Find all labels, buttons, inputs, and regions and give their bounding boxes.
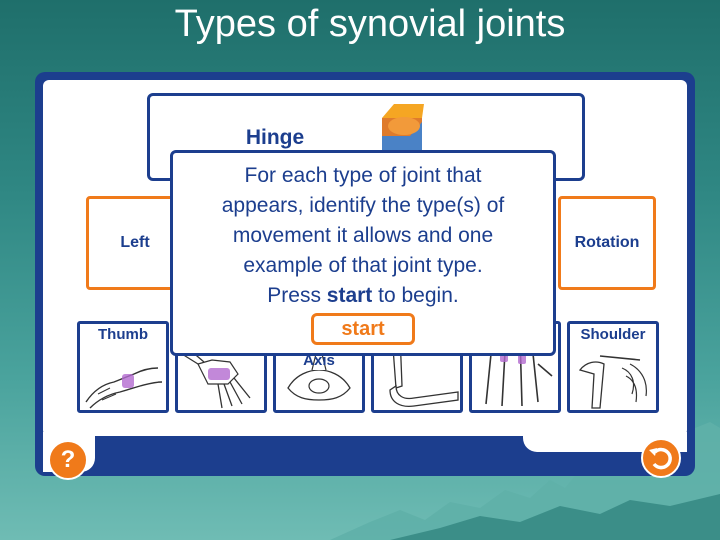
movement-box-rotation[interactable]: Rotation <box>558 196 656 290</box>
instructions-line: example of that joint type. <box>243 254 483 277</box>
instructions-line: movement it allows and one <box>232 224 494 247</box>
hinge-joint-icon <box>382 104 424 154</box>
instructions-line: appears, identify the type(s) of <box>221 194 505 217</box>
back-button[interactable] <box>641 438 681 478</box>
example-label: Thumb <box>98 326 148 343</box>
mountain-decoration <box>330 422 720 540</box>
start-button[interactable]: start <box>311 313 415 345</box>
movement-box-left[interactable]: Left <box>86 196 184 290</box>
back-arrow-icon <box>649 447 672 470</box>
instructions-line: For each type of joint that <box>244 164 482 187</box>
instructions-dialog: For each type of joint that appears, ide… <box>170 150 556 356</box>
joint-type-label: Hinge <box>245 126 305 149</box>
movement-label-rotation: Rotation <box>574 234 640 251</box>
example-card-shoulder[interactable]: Shoulder <box>567 321 659 413</box>
movement-label-left: Left <box>120 234 150 251</box>
axis-vertebra-icon <box>287 353 351 401</box>
instructions-pre: Press <box>267 284 327 307</box>
instructions-start-word: start <box>326 284 373 307</box>
instructions-post: to begin. <box>372 284 459 307</box>
thumb-bone-icon <box>85 367 163 409</box>
instructions-text: For each type of joint that appears, ide… <box>179 161 547 311</box>
instructions-line: Press start to begin. <box>179 281 547 311</box>
example-label: Shoulder <box>580 326 646 343</box>
example-card-thumb[interactable]: Thumb <box>77 321 169 413</box>
shoulder-bone-icon <box>578 355 647 409</box>
help-button[interactable]: ? <box>48 440 88 480</box>
example-label: Axis <box>303 352 335 369</box>
slide-title: Types of synovial joints <box>174 3 566 45</box>
wrist-bone-icon <box>181 349 251 409</box>
